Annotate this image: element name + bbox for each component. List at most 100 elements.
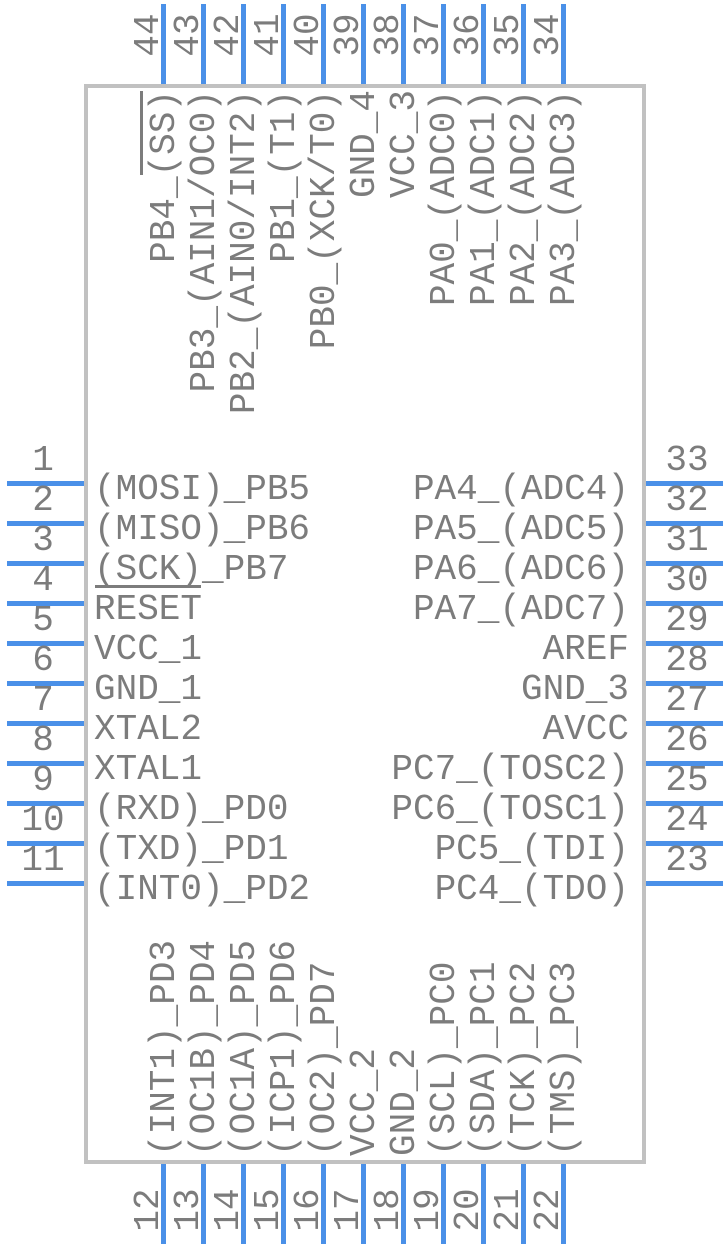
pin-44-label: PB4_(SS) <box>144 90 185 263</box>
pin-36-number: 36 <box>448 13 489 57</box>
pin-6-line <box>7 681 84 686</box>
pin-33-line <box>646 481 723 486</box>
pin-25-number: 25 <box>665 760 709 801</box>
pin-23-line <box>646 881 723 886</box>
overline-bar: RESET <box>94 585 203 630</box>
pin-42-line <box>241 4 246 84</box>
pin-11-number: 11 <box>21 840 65 881</box>
pin-38-line <box>401 4 406 84</box>
pin-18-number: 18 <box>368 1188 409 1232</box>
pin-23-label: PC4_(TDO) <box>434 869 629 910</box>
pin-31-number: 31 <box>665 520 709 561</box>
pin-37-line <box>441 4 446 84</box>
pin-21-number: 21 <box>488 1188 529 1232</box>
pin-25-label: PC6_(TOSC1) <box>391 789 629 830</box>
pin-30-label: PA7_(ADC7) <box>412 589 629 630</box>
pin-44-line <box>161 4 166 84</box>
pin-21-line <box>521 1164 526 1244</box>
pin-43-number: 43 <box>168 13 209 57</box>
pin-39-line <box>361 4 366 84</box>
pin-39-number: 39 <box>328 13 369 57</box>
pin-16-label: (OC2)_PD7 <box>304 961 345 1156</box>
pin-15-number: 15 <box>248 1188 289 1232</box>
pin-32-line <box>646 521 723 526</box>
pin-6-label: GND_1 <box>94 669 203 710</box>
pin-35-label: PA2_(ADC2) <box>504 90 545 307</box>
pin-10-number: 10 <box>21 800 65 841</box>
pin-17-number: 17 <box>328 1188 369 1232</box>
pin-16-line <box>321 1164 326 1244</box>
pin-33-label: PA4_(ADC4) <box>412 469 629 510</box>
pin-11-label: (INT0)_PD2 <box>94 869 311 910</box>
pin-29-number: 29 <box>665 600 709 641</box>
pin-34-line <box>561 4 566 84</box>
pin-10-label: (TXD)_PD1 <box>94 829 289 870</box>
pin-32-label: PA5_(ADC5) <box>412 509 629 550</box>
pin-9-line <box>7 801 84 806</box>
pin-19-label: (SCL)_PC0 <box>424 961 465 1156</box>
pin-43-line <box>201 4 206 84</box>
pin-42-label: PB2_(AIN0/INT2) <box>224 90 265 415</box>
pin-24-line <box>646 841 723 846</box>
pin-38-label: VCC_3 <box>384 90 425 199</box>
pin-3-number: 3 <box>32 520 54 561</box>
pin-1-line <box>7 481 84 486</box>
pin-5-label: VCC_1 <box>94 629 203 670</box>
pin-35-line <box>521 4 526 84</box>
pin-25-line <box>646 801 723 806</box>
pin-2-line <box>7 521 84 526</box>
pin-26-label: PC7_(TOSC2) <box>391 749 629 790</box>
pin-24-label: PC5_(TDI) <box>434 829 629 870</box>
pin-4-line <box>7 601 84 606</box>
pin-8-label: XTAL1 <box>94 749 203 790</box>
pin-13-label: (OC1B)_PD4 <box>184 939 225 1156</box>
pin-28-label: GND_3 <box>520 669 629 710</box>
pin-28-number: 28 <box>665 640 709 681</box>
pin-13-line <box>201 1164 206 1244</box>
pin-44-number: 44 <box>128 13 169 57</box>
pin-7-line <box>7 721 84 726</box>
pin-12-label: (INT1)_PD3 <box>144 939 185 1156</box>
pin-5-number: 5 <box>32 600 54 641</box>
pin-31-label: PA6_(ADC6) <box>412 549 629 590</box>
pin-15-label: (ICP1)_PD6 <box>264 939 305 1156</box>
pin-1-label: (MOSI)_PB5 <box>94 469 311 510</box>
pin-4-number: 4 <box>32 560 54 601</box>
pin-30-number: 30 <box>665 560 709 601</box>
pin-9-number: 9 <box>32 760 54 801</box>
pin-2-label: (MISO)_PB6 <box>94 509 311 550</box>
pin-27-number: 27 <box>665 680 709 721</box>
pin-41-line <box>281 4 286 84</box>
pin-40-line <box>321 4 326 84</box>
pin-9-label: (RXD)_PD0 <box>94 789 289 830</box>
pin-20-number: 20 <box>448 1188 489 1232</box>
pin-17-line <box>361 1164 366 1244</box>
pin-2-number: 2 <box>32 480 54 521</box>
pin-33-number: 33 <box>665 440 709 481</box>
pin-34-number: 34 <box>528 13 569 57</box>
pin-19-number: 19 <box>408 1188 449 1232</box>
pin-31-line <box>646 561 723 566</box>
pin-22-label: (TMS)_PC3 <box>544 961 585 1156</box>
pin-20-label: (SDA)_PC1 <box>464 961 505 1156</box>
pin-23-number: 23 <box>665 840 709 881</box>
pin-24-number: 24 <box>665 800 709 841</box>
pin-7-label: XTAL2 <box>94 709 203 750</box>
pin-22-number: 22 <box>528 1188 569 1232</box>
pin-18-line <box>401 1164 406 1244</box>
pin-27-line <box>646 721 723 726</box>
pin-36-line <box>481 4 486 84</box>
pin-40-number: 40 <box>288 13 329 57</box>
pin-41-number: 41 <box>248 13 289 57</box>
pin-14-label: (OC1A)_PD5 <box>224 939 265 1156</box>
pin-27-label: AVCC <box>542 709 629 750</box>
overline-bar: (SS) <box>144 90 185 177</box>
pin-12-number: 12 <box>128 1188 169 1232</box>
pin-16-number: 16 <box>288 1188 329 1232</box>
pin-30-line <box>646 601 723 606</box>
pin-5-line <box>7 641 84 646</box>
pin-8-number: 8 <box>32 720 54 761</box>
pin-36-label: PA1_(ADC1) <box>464 90 505 307</box>
pin-39-label: GND_4 <box>344 90 385 199</box>
